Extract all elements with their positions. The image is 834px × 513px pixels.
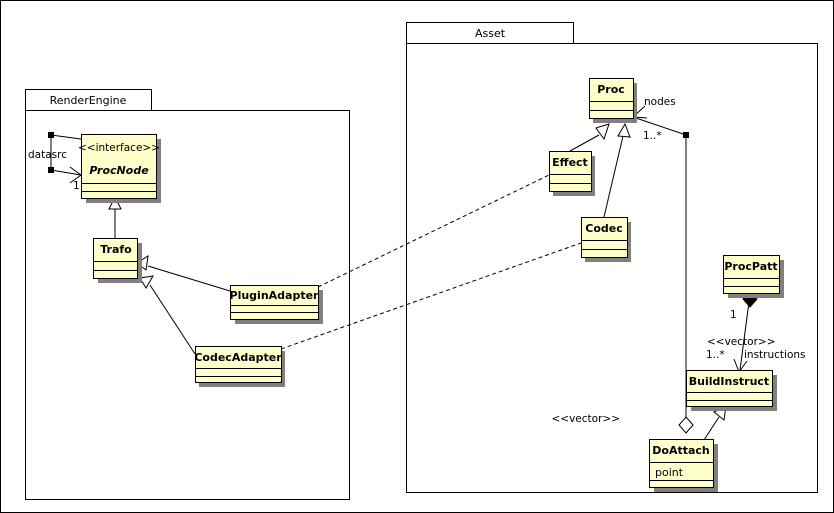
class-pluginadapter[interactable]: PluginAdapter [230,285,323,325]
edge-label-instructions: instructions [744,349,806,361]
class-pluginadapter-name: PluginAdapter [230,289,320,302]
class-codecadapter-name: CodecAdapter [194,351,282,364]
edge-label-vector-doattach: <<vector>> [552,413,621,425]
edge-codec-to-proc[interactable] [603,122,631,218]
edge-label-nodes: nodes [644,96,676,108]
package-asset-label: Asset [475,27,506,40]
class-doattach-name: DoAttach [652,444,710,457]
edge-label-datasrc: datasrc [28,149,67,161]
class-buildinstruct-name: BuildInstruct [689,375,769,388]
class-procnode-stereotype: <<interface>> [78,142,160,154]
edge-label-procpatt-multiplicity: 1 [730,309,737,321]
class-procnode[interactable]: <<interface>> ProcNode [78,134,161,204]
edge-codecadapter-to-trafo[interactable] [139,275,196,355]
class-codecadapter[interactable]: CodecAdapter [194,346,285,388]
edge-label-instructions-multiplicity: 1..* [706,349,725,361]
class-procpatt[interactable]: ProcPatt [723,255,785,299]
class-buildinstruct[interactable]: BuildInstruct [686,370,778,412]
class-effect-name: Effect [552,156,588,169]
class-trafo[interactable]: Trafo [93,238,143,284]
class-doattach-attribute-point: point [655,466,684,479]
edge-effect-to-proc[interactable] [569,123,610,152]
class-proc[interactable]: Proc [589,78,638,124]
class-effect[interactable]: Effect [549,151,596,197]
class-codec-name: Codec [585,222,623,235]
class-doattach[interactable]: DoAttach point [649,439,719,493]
class-proc-name: Proc [597,83,625,96]
edge-label-datasrc-multiplicity: 1 [73,180,80,192]
edge-label-vector-instructions: <<vector>> [707,336,776,348]
class-procnode-name: ProcNode [89,164,149,177]
class-procpatt-name: ProcPatt [724,260,777,273]
package-renderengine-label: RenderEngine [50,94,127,107]
edge-pluginadapter-to-effect[interactable] [317,174,550,288]
class-trafo-name: Trafo [100,243,132,256]
class-codec[interactable]: Codec [581,217,632,263]
edge-label-nodes-multiplicity: 1..* [643,130,662,142]
